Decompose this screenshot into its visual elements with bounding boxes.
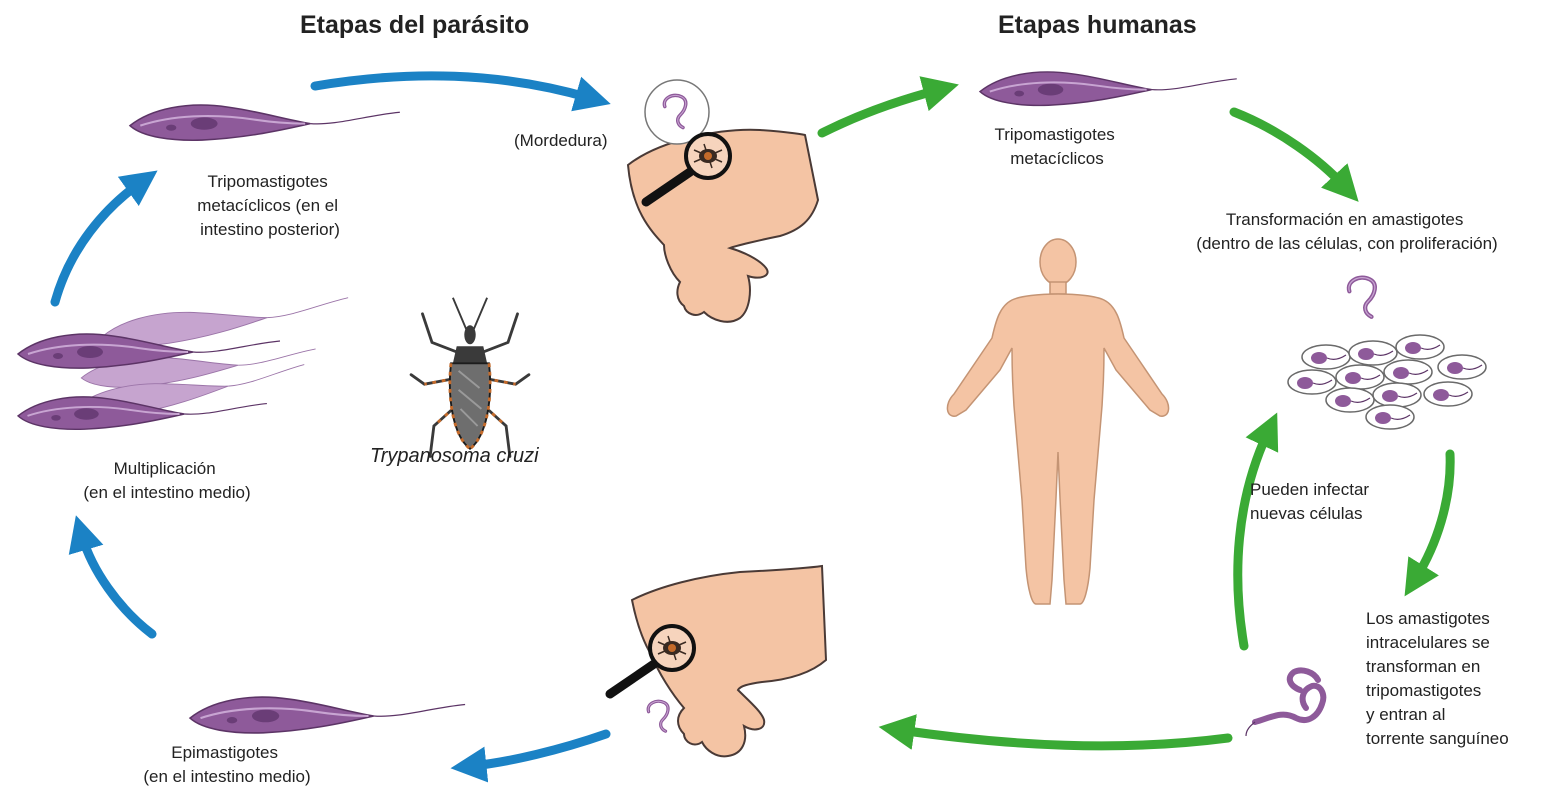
arrow-reinfection xyxy=(1238,432,1268,646)
bloodstream-label: Los amastigotes intracelulares se transf… xyxy=(1366,609,1509,748)
cell-cluster-icon xyxy=(1288,278,1486,429)
arrow-to-bug-feeding xyxy=(900,730,1228,746)
human-metacyclic-label: Tripomastigotes metacíclicos xyxy=(994,125,1119,168)
arrow-to-human-trypo xyxy=(822,90,938,133)
bite-arm-illustration xyxy=(628,80,818,322)
human-cycle-arrows xyxy=(822,90,1450,746)
reinfection-label: Pueden infectar nuevas células xyxy=(1250,480,1374,523)
bloodstream-trypanosome xyxy=(1246,670,1323,736)
trypanosome-icon xyxy=(980,72,1237,105)
arrow-to-metacyclic-vector xyxy=(55,183,140,302)
multiplication-cluster xyxy=(18,294,351,429)
bite-label: (Mordedura) xyxy=(514,131,608,150)
trypanosome-icon xyxy=(130,105,400,140)
human-body-icon xyxy=(947,239,1168,604)
trypanosome-icon xyxy=(648,701,668,731)
human-stages-heading: Etapas humanas xyxy=(998,11,1197,39)
arrow-to-multiplication xyxy=(82,536,152,634)
vector-metacyclic-label: Tripomastigotes metacíclicos (en el inte… xyxy=(197,172,343,239)
arrow-to-epimastigote xyxy=(472,734,606,766)
arrow-to-amastigote xyxy=(1234,112,1344,186)
parasite-stages-heading: Etapas del parásito xyxy=(300,11,529,39)
epimastigote-label: Epimastigotes (en el intestino medio) xyxy=(143,743,310,786)
trypanosome-icon xyxy=(190,697,465,733)
kissing-bug-icon xyxy=(411,298,529,457)
multiplication-label: Multiplicación (en el intestino medio) xyxy=(83,459,250,502)
arrow-to-bloodstream xyxy=(1416,454,1450,578)
feeding-arm-illustration xyxy=(610,566,826,756)
arrow-to-bite xyxy=(315,76,590,98)
species-label: Trypanosoma cruzi xyxy=(370,445,539,467)
amastigote-label: Transformación en amastigotes (dentro de… xyxy=(1196,210,1497,253)
trypanosome-icon xyxy=(1349,278,1375,317)
